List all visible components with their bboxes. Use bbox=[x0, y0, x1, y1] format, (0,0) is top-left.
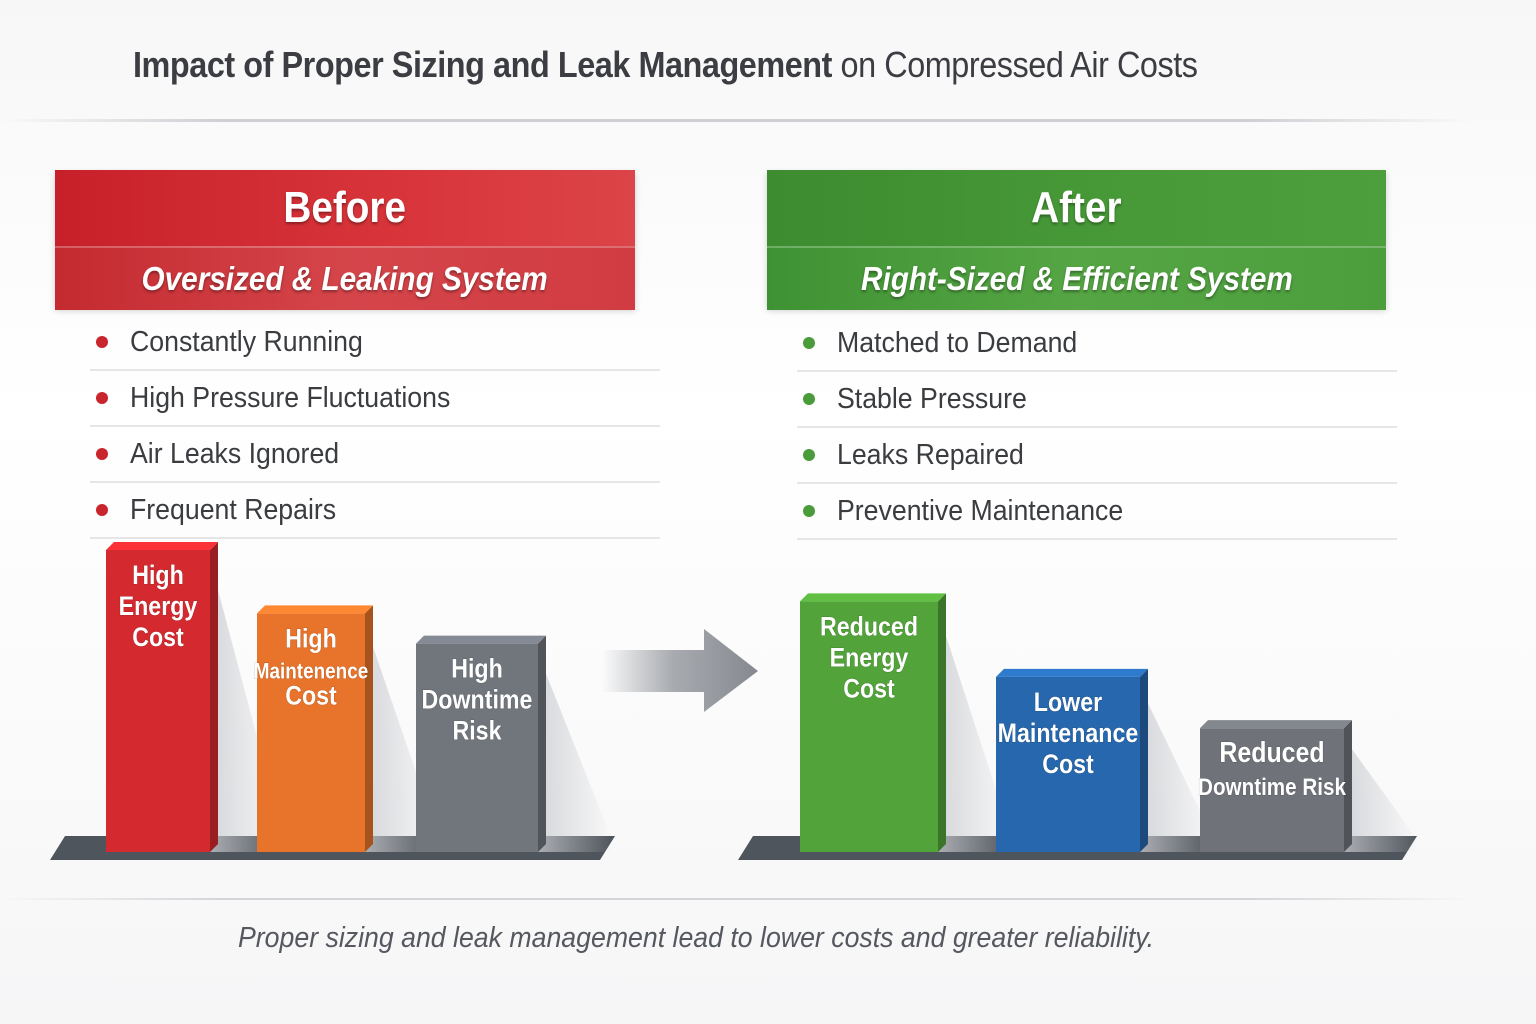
bar-label-line: Reduced bbox=[820, 612, 918, 642]
top-divider bbox=[0, 119, 1470, 122]
list-item: Preventive Maintenance bbox=[797, 484, 1397, 540]
bar-label-line: Energy bbox=[830, 643, 909, 673]
bar-label-line: Risk bbox=[452, 716, 502, 746]
bullet-icon bbox=[96, 392, 108, 404]
bar-label-line: Downtime Risk bbox=[1198, 774, 1346, 801]
bar-top bbox=[996, 668, 1148, 677]
bar-side bbox=[210, 542, 218, 852]
bottom-divider bbox=[0, 898, 1470, 900]
before-subheading-band: Oversized & Leaking System bbox=[55, 246, 635, 310]
transition-arrow-icon bbox=[602, 629, 758, 712]
list-item: Stable Pressure bbox=[797, 372, 1397, 428]
list-item-text: Frequent Repairs bbox=[130, 493, 337, 526]
footer-caption: Proper sizing and leak management lead t… bbox=[238, 922, 1155, 954]
after-heading-band: After bbox=[767, 170, 1386, 246]
bar-label-line: Lower bbox=[1034, 687, 1103, 717]
bullet-icon bbox=[803, 505, 815, 517]
bar-top bbox=[800, 593, 946, 602]
bar-label-line: High bbox=[132, 560, 184, 590]
bullet-icon bbox=[803, 393, 815, 405]
before-subheading: Oversized & Leaking System bbox=[141, 260, 549, 297]
bar-front bbox=[106, 550, 210, 852]
after-heading: After bbox=[1031, 183, 1122, 232]
bar-side bbox=[1140, 668, 1148, 852]
bar-shadow bbox=[1344, 738, 1419, 852]
bar-label-line: Cost bbox=[285, 681, 337, 711]
bar-top bbox=[106, 542, 218, 550]
before-heading-band: Before bbox=[55, 170, 635, 246]
list-item: Leaks Repaired bbox=[797, 428, 1397, 484]
page-title: Impact of Proper Sizing and Leak Managem… bbox=[133, 44, 1198, 86]
bar-label-line: Maintenence bbox=[254, 659, 369, 684]
bar-front bbox=[1200, 728, 1344, 852]
bullet-icon bbox=[803, 449, 815, 461]
bar-front bbox=[800, 601, 938, 852]
list-item-text: Stable Pressure bbox=[837, 382, 1027, 415]
list-item: Frequent Repairs bbox=[90, 483, 660, 539]
bullet-icon bbox=[96, 448, 108, 460]
list-item-text: Air Leaks Ignored bbox=[130, 437, 340, 470]
list-item-text: Matched to Demand bbox=[837, 326, 1078, 359]
bar-front bbox=[996, 676, 1140, 852]
bar-label-line: Reduced bbox=[1219, 736, 1324, 768]
bar-label-line: Cost bbox=[1042, 749, 1094, 779]
list-item-text: Preventive Maintenance bbox=[837, 494, 1124, 527]
list-item-text: Constantly Running bbox=[130, 325, 363, 358]
list-item: High Pressure Fluctuations bbox=[90, 371, 660, 427]
bar-label-line: High bbox=[285, 624, 337, 654]
after-header: After Right-Sized & Efficient System bbox=[767, 170, 1386, 310]
before-header: Before Oversized & Leaking System bbox=[55, 170, 635, 310]
after-subheading-band: Right-Sized & Efficient System bbox=[767, 246, 1386, 310]
bar-label-line: Downtime bbox=[422, 685, 533, 715]
title-regular-part: on Compressed Air Costs bbox=[840, 44, 1198, 85]
bullet-icon bbox=[96, 504, 108, 516]
bar-shadow bbox=[538, 653, 613, 852]
bar-label-line: Maintenance bbox=[998, 718, 1139, 748]
bar-label-line: Energy bbox=[119, 591, 198, 621]
list-item-text: Leaks Repaired bbox=[837, 438, 1024, 471]
bar-top bbox=[1200, 720, 1352, 729]
bar-label-line: Cost bbox=[132, 622, 184, 652]
bullet-icon bbox=[96, 336, 108, 348]
title-bold-part: Impact of Proper Sizing and Leak Managem… bbox=[133, 44, 832, 85]
list-item: Constantly Running bbox=[90, 315, 660, 371]
bar-side bbox=[1344, 720, 1352, 852]
list-item: Matched to Demand bbox=[797, 316, 1397, 372]
bar-side bbox=[538, 635, 546, 852]
bar-label-line: High bbox=[451, 654, 503, 684]
bar-shadow bbox=[1140, 686, 1215, 852]
bar-side bbox=[365, 605, 373, 852]
bar-front bbox=[257, 613, 365, 852]
bar-top bbox=[416, 635, 546, 644]
list-item: Air Leaks Ignored bbox=[90, 427, 660, 483]
bar-label-line: Cost bbox=[843, 674, 895, 704]
bar-side bbox=[938, 593, 946, 852]
after-list: Matched to Demand Stable Pressure Leaks … bbox=[797, 316, 1397, 540]
list-item-text: High Pressure Fluctuations bbox=[130, 381, 451, 414]
bar-top bbox=[257, 605, 373, 614]
bar-shadow bbox=[938, 611, 1013, 852]
bar-front bbox=[416, 643, 538, 852]
bullet-icon bbox=[803, 337, 815, 349]
before-heading: Before bbox=[283, 183, 407, 232]
before-list: Constantly Running High Pressure Fluctua… bbox=[90, 315, 660, 539]
after-subheading: Right-Sized & Efficient System bbox=[860, 260, 1293, 297]
